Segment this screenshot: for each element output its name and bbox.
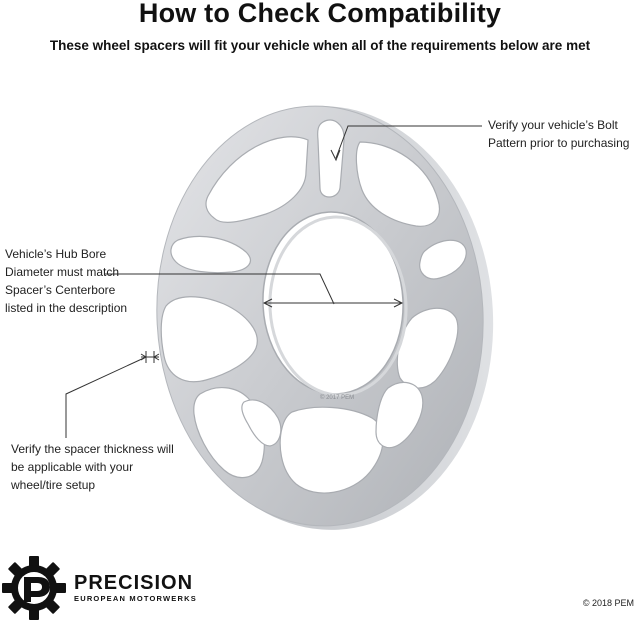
- brand-logo: PRECISION EUROPEAN MOTORWERKS: [74, 573, 197, 603]
- hub-bore-note: Vehicle’s Hub Bore Diameter must match S…: [5, 247, 128, 315]
- center-bore-edge: [268, 215, 408, 397]
- thickness-leader: [65, 351, 160, 438]
- hub-bore-leader: [105, 273, 404, 308]
- brand-gear-icon: [2, 556, 66, 620]
- spacer-engraving: © 2017 PEM: [320, 394, 354, 401]
- brand-name: PRECISION: [74, 572, 194, 594]
- brand-tagline: EUROPEAN MOTORWERKS: [74, 594, 197, 603]
- bolt-pattern-note: Verify your vehicle’s Bolt Pattern prior…: [488, 118, 630, 150]
- page-title: How to Check Compatibility: [138, 0, 502, 28]
- spacer-cutouts: [160, 119, 467, 494]
- bolt-pattern-leader: [330, 125, 482, 162]
- thickness-note: Verify the spacer thickness will be appl…: [11, 442, 174, 492]
- page-subtitle: These wheel spacers will fit your vehicl…: [49, 38, 591, 53]
- copyright-notice: © 2018 PEM: [582, 598, 634, 608]
